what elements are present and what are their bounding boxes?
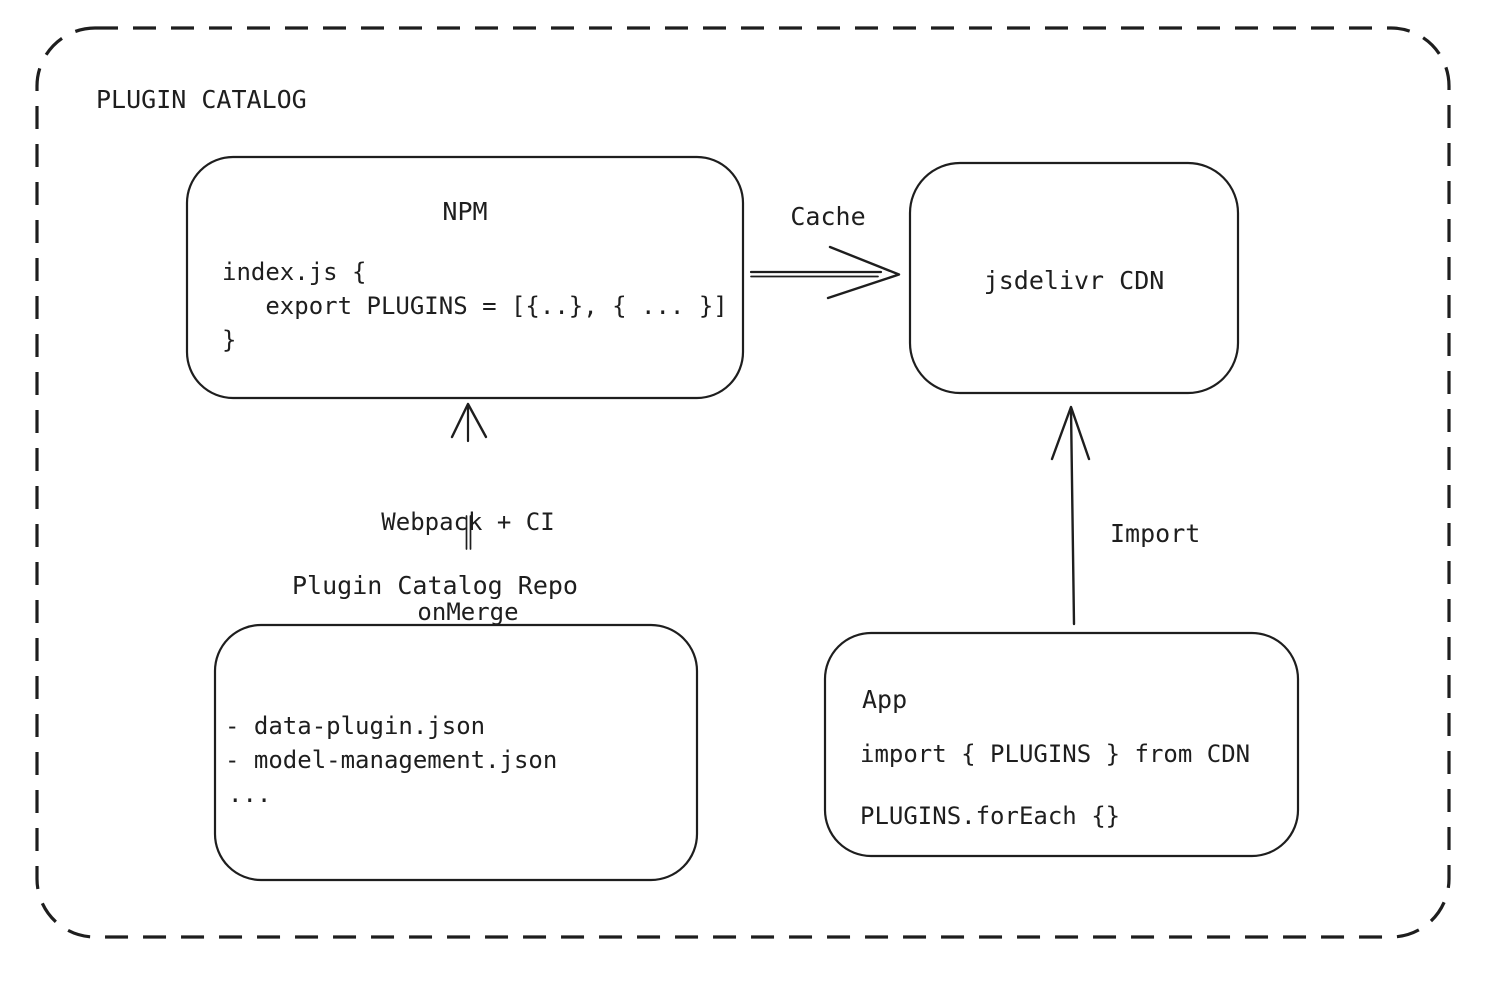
npm-node-box <box>185 155 745 400</box>
catalog-title: PLUGIN CATALOG <box>96 85 307 114</box>
app-node-title: App <box>862 685 908 714</box>
cache-arrow <box>749 245 901 300</box>
repo-file-item: - data-plugin.json <box>225 712 486 740</box>
repo-file-item: - model-management.json <box>225 746 558 774</box>
repo-node-box <box>213 623 699 882</box>
npm-code-line: export PLUGINS = [{..}, { ... }] <box>222 292 728 320</box>
build-arrow <box>450 402 488 550</box>
cdn-node-box <box>908 161 1240 395</box>
cache-arrow-label: Cache <box>790 202 866 231</box>
build-arrow-label-line1: Webpack + CI <box>381 508 555 536</box>
import-arrow-label: Import <box>1110 519 1201 548</box>
build-arrow-label-line2: onMerge <box>417 598 519 626</box>
repo-node-label: Plugin Catalog Repo <box>292 571 578 600</box>
catalog-boundary-outline <box>35 26 1451 939</box>
cdn-node-title: jsdelivr CDN <box>983 266 1165 295</box>
npm-code-line: index.js { <box>222 258 367 286</box>
build-arrow-label: Webpack + CI onMerge <box>368 447 568 687</box>
app-code-line: PLUGINS.forEach {} <box>860 802 1121 830</box>
npm-code-line: } <box>222 326 237 354</box>
repo-file-item: ... <box>228 780 272 808</box>
import-arrow <box>1050 405 1091 626</box>
npm-node-title: NPM <box>442 197 488 226</box>
app-code-line: import { PLUGINS } from CDN <box>860 740 1251 768</box>
app-node-box <box>823 631 1300 858</box>
